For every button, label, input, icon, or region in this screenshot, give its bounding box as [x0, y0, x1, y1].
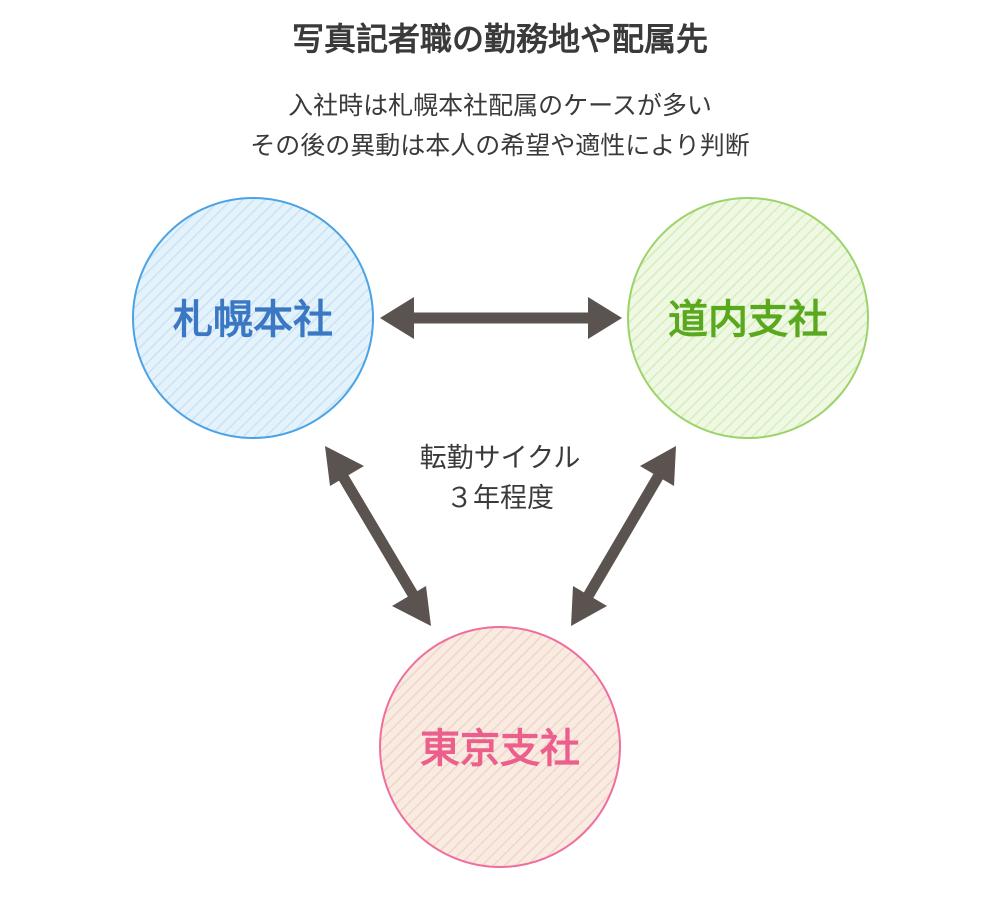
arrow-sapporo-tokyo: [325, 446, 431, 626]
page-title: 写真記者職の勤務地や配属先: [291, 20, 708, 58]
arrow-sapporo-donai: [380, 297, 622, 339]
tokyo-branch-circle: [379, 626, 621, 868]
donai-branch-label: 道内支社: [668, 297, 828, 343]
subtitle-line-2: その後の異動は本人の希望や適性により判断: [250, 131, 750, 160]
transfer-cycle-label: 転勤サイクル: [419, 443, 581, 474]
sapporo-head-office-label: 札幌本社: [173, 297, 333, 343]
subtitle-line-1: 入社時は札幌本社配属のケースが多い: [288, 91, 712, 120]
arrow-donai-tokyo: [571, 446, 676, 626]
donai-branch-circle: [627, 197, 869, 439]
tokyo-branch-label: 東京支社: [420, 726, 580, 772]
sapporo-head-office-circle: [132, 197, 374, 439]
transfer-cycle-duration: ３年程度: [446, 483, 554, 514]
